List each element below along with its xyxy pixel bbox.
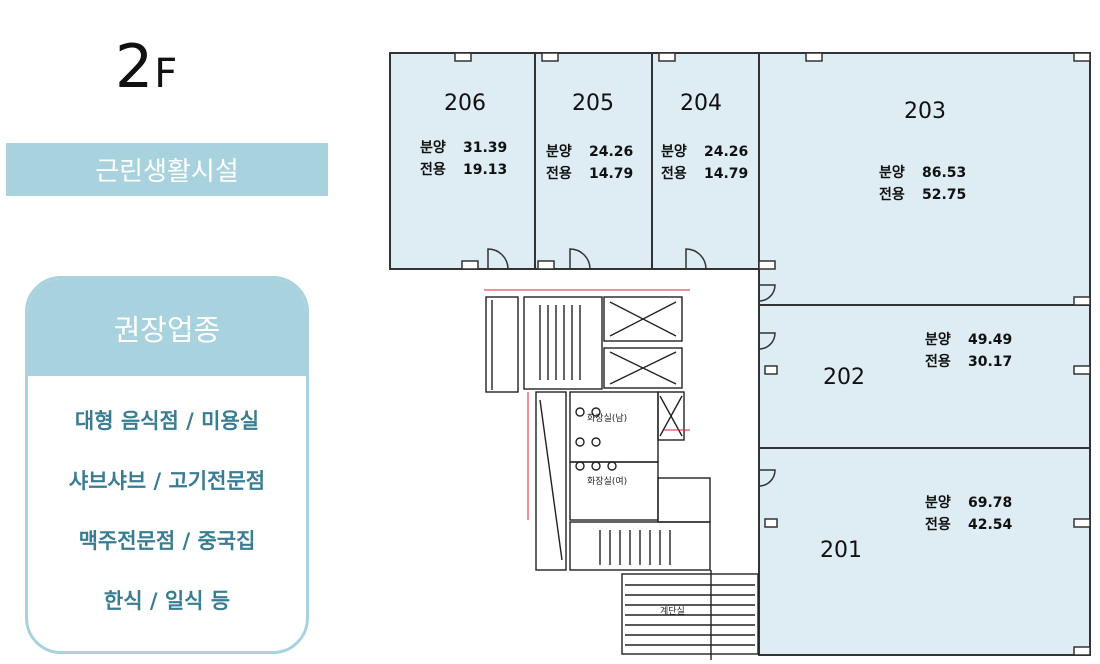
unit-202-area[interactable] [758,304,1091,449]
unit-205-sale-label: 분양 [546,144,572,160]
unit-202-sale-value: 49.49 [968,332,1012,348]
unit-204-area[interactable] [651,52,760,270]
unit-206-area[interactable] [389,52,536,270]
unit-203-net-label: 전용 [879,186,905,203]
recommended-list: 대형 음식점 / 미용실 샤브샤브 / 고기전문점 맥주전문점 / 중국집 한식… [28,390,306,630]
unit-204-sale-value: 24.26 [704,144,748,160]
unit-202-net-value: 30.17 [968,354,1012,370]
unit-205-net-label: 전용 [546,165,572,182]
unit-201-net-label: 전용 [925,516,951,533]
restroom-male-label: 화장실(남) [587,413,627,424]
unit-201-sale-label: 분양 [925,495,951,511]
unit-201-name: 201 [820,538,862,563]
unit-206-name: 206 [444,91,486,116]
unit-203-net-value: 52.75 [922,187,966,203]
stairs-label: 계단실 [660,605,685,617]
unit-206-net-value: 19.13 [463,162,507,178]
recommended-item: 맥주전문점 / 중국집 [78,529,256,553]
floor-number: 2 [115,32,155,102]
restroom-female-label: 화장실(여) [587,475,627,487]
category-bar: 근린생활시설 [6,143,328,196]
unit-203-sale-label: 분양 [879,165,905,181]
unit-201-area[interactable] [758,447,1091,656]
unit-203-name: 203 [904,99,946,124]
unit-202-net-label: 전용 [925,353,951,370]
unit-204-sale-label: 분양 [661,144,687,160]
recommended-business-card: 권장업종 대형 음식점 / 미용실 샤브샤브 / 고기전문점 맥주전문점 / 중… [25,276,309,654]
unit-205-net-value: 14.79 [589,166,633,182]
unit-206-net-label: 전용 [420,161,446,178]
recommended-title: 권장업종 [28,279,306,376]
building-core [485,296,759,660]
unit-201-net-value: 42.54 [968,517,1013,533]
unit-203-area[interactable] [758,52,1091,306]
unit-201-sale-value: 69.78 [968,495,1012,511]
recommended-item: 샤브샤브 / 고기전문점 [68,469,266,493]
floor-suffix: F [154,51,179,97]
recommended-item: 한식 / 일식 등 [103,589,231,613]
unit-205-sale-value: 24.26 [589,144,633,160]
unit-205-area[interactable] [534,52,653,270]
door-swings [487,248,776,487]
unit-204-net-label: 전용 [661,165,687,182]
core-red-lines [484,289,690,520]
unit-206-sale-value: 31.39 [463,140,507,156]
unit-203-sale-value: 86.53 [922,165,966,181]
unit-202-name: 202 [823,365,865,390]
unit-204-name: 204 [680,91,722,116]
unit-204-net-value: 14.79 [704,166,748,182]
unit-205-name: 205 [572,91,614,116]
category-text: 근린생활시설 [95,157,239,187]
recommended-item: 대형 음식점 / 미용실 [74,409,260,433]
column-markers [454,52,1091,656]
unit-202-sale-label: 분양 [925,332,951,348]
unit-206-sale-label: 분양 [420,140,446,156]
floor-label: 2F [115,32,178,102]
